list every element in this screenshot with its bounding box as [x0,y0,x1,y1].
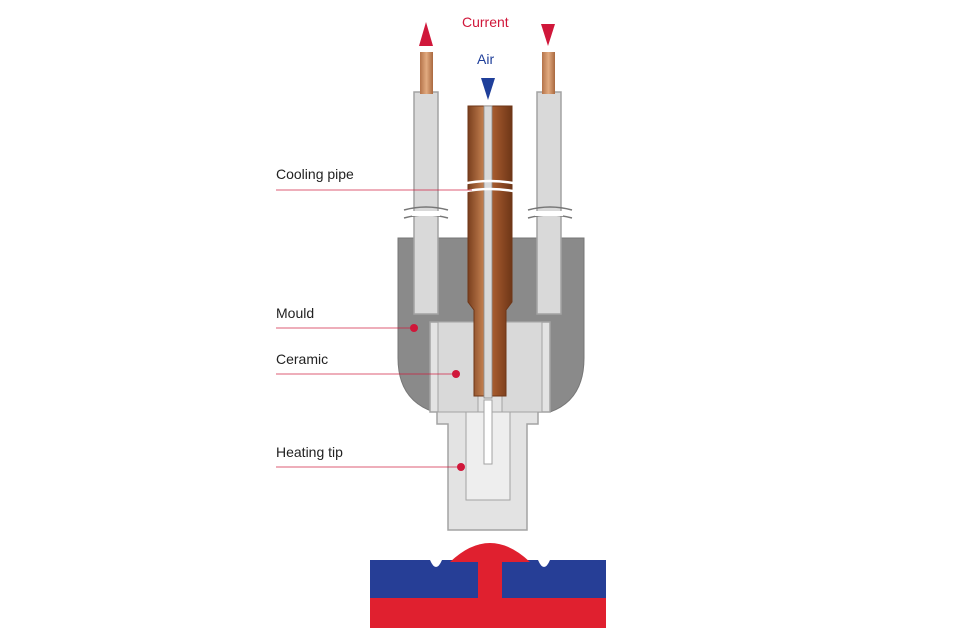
workpiece-bottom-layer [370,598,606,628]
air-label: Air [477,51,495,67]
right-wire [542,52,555,94]
ceramic-block-right [501,321,543,413]
stake-head [450,543,530,562]
current-label: Current [462,14,509,30]
left-wire [420,52,433,94]
arrow-up-icon [419,22,433,46]
dot-ceramic [452,370,460,378]
center-pipe-break [461,179,519,194]
air-channel [483,105,493,399]
arrow-down-icon [541,24,555,46]
right-pipe [536,91,562,315]
workpiece-top-layer [370,560,606,598]
label-cooling-pipe: Cooling pipe [276,166,354,182]
arrow-down-icon [481,78,495,100]
left-pipe [413,91,439,315]
label-mould: Mould [276,305,315,321]
label-ceramic: Ceramic [276,351,329,367]
ceramic-block-left [437,321,479,413]
dot-heating-tip [457,463,465,471]
stake-post [478,560,502,600]
label-heating-tip: Heating tip [276,444,343,460]
heating-tip-slot [483,399,493,465]
dot-mould [410,324,418,332]
